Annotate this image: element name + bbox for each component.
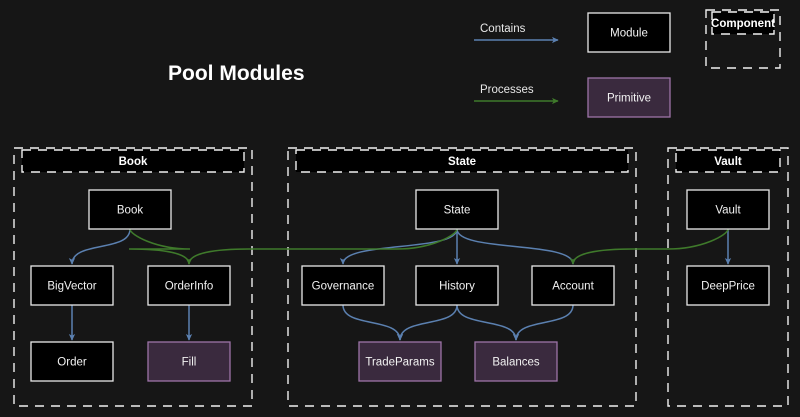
group-frame [13,147,253,407]
legend-shape-module: Module [587,12,671,53]
group-label-vault: Vault [714,156,742,168]
node-label: Governance [312,281,375,293]
edge-contains [68,228,131,265]
node-label: BigVector [47,281,96,293]
node-box[interactable] [474,341,558,382]
node-label: Book [117,205,143,217]
component-group-book: Book [13,147,253,407]
page-title: Pool Modules [168,62,305,85]
node-label: Fill [182,357,197,369]
legend-shape-box [587,12,671,53]
group-label-state: State [448,156,476,168]
node-box[interactable] [147,265,231,306]
node-label: TradeParams [365,357,434,369]
node-label: Vault [715,205,741,217]
edge-contains [512,304,574,341]
node-governance[interactable]: Governance [301,265,385,306]
node-box[interactable] [30,341,114,382]
group-label-book: Book [119,156,148,168]
legend-edge-label: Processes [480,84,534,96]
node-box[interactable] [415,189,499,230]
node-box[interactable] [88,189,172,230]
node-box[interactable] [686,189,770,230]
component-group-vault: Vault [667,147,789,407]
group-header-band [295,149,629,173]
group-frame [667,147,789,407]
node-orderinfo[interactable]: OrderInfo [147,265,231,306]
node-box[interactable] [358,341,442,382]
node-history[interactable]: History [415,265,499,306]
legend-shape-label: Primitive [607,93,651,105]
edge-contains [456,304,520,341]
legend-edge-label: Contains [480,23,526,35]
node-box[interactable] [301,265,385,306]
node-tradeparams[interactable]: TradeParams [358,341,442,382]
node-order[interactable]: Order [30,341,114,382]
node-label: Balances [492,357,540,369]
node-balances[interactable]: Balances [474,341,558,382]
node-state[interactable]: State [415,189,499,230]
component-group-state: State [287,147,637,407]
node-book[interactable]: Book [88,189,172,230]
edge-contains [396,304,458,341]
legend-shape-box [587,77,671,118]
node-bigvector[interactable]: BigVector [30,265,114,306]
node-label: OrderInfo [165,281,214,293]
legend-edge-contains: Contains [474,23,559,44]
legend-component-frame [705,9,781,69]
legend-shape-label: Module [610,28,648,40]
node-box[interactable] [147,341,231,382]
node-label: History [439,281,475,293]
node-fill[interactable]: Fill [147,341,231,382]
node-box[interactable] [415,265,499,306]
edge-processes [185,228,458,265]
node-account[interactable]: Account [531,265,615,306]
legend-component-header [711,11,775,35]
group-header-band [675,149,781,173]
legend-shape-primitive: Primitive [587,77,671,118]
node-deepprice[interactable]: DeepPrice [686,265,770,306]
edge-contains [339,228,458,265]
node-label: Order [57,357,87,369]
legend-shape-label: Component [711,18,775,30]
node-label: Account [552,281,594,293]
edge-processes [569,228,729,265]
node-box[interactable] [686,265,770,306]
node-box[interactable] [30,265,114,306]
node-label: DeepPrice [701,281,755,293]
edge-contains [342,304,404,341]
node-box[interactable] [531,265,615,306]
node-label: State [444,205,471,217]
edge-processes [128,228,193,265]
edge-contains [456,228,577,265]
edges-layer [68,228,732,341]
legend-edge-processes: Processes [474,84,559,105]
group-header-band [21,149,245,173]
legend-shape-component: Component [705,9,781,69]
node-vault[interactable]: Vault [686,189,770,230]
